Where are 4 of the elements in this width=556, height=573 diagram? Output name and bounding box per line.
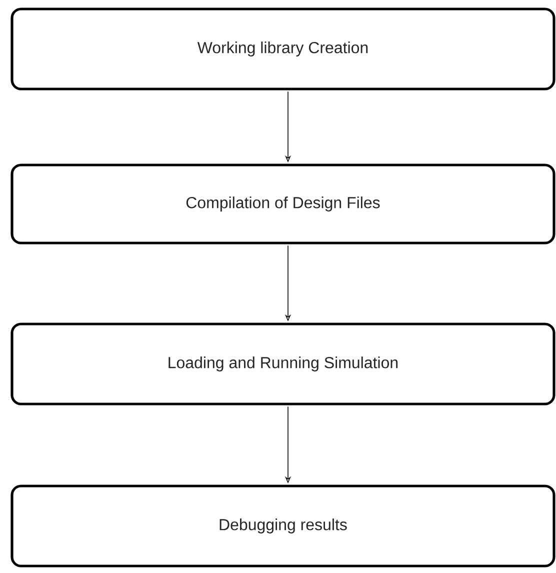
process-box: Compilation of Design Files: [10, 164, 556, 244]
process-box: Loading and Running Simulation: [10, 322, 556, 406]
process-box: Working library Creation: [10, 8, 556, 90]
process-box: Debugging results: [10, 484, 556, 568]
